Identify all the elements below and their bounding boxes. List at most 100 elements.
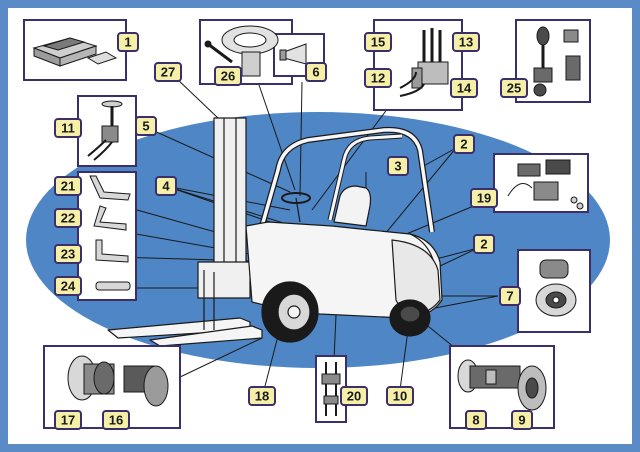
callout-c2a: 2: [453, 134, 475, 154]
forklift: [107, 117, 443, 347]
callout-box: [453, 134, 475, 154]
joystick-icon: [533, 26, 581, 97]
callout-number: 23: [61, 247, 75, 262]
callout-box: [54, 118, 82, 138]
fork-carriage: [197, 261, 251, 299]
callout-number: 21: [61, 179, 75, 194]
callout-number: 9: [518, 413, 525, 428]
callout-c26: 26: [214, 66, 242, 86]
callout-number: 27: [161, 65, 175, 80]
callout-box: [386, 386, 414, 406]
callout-box: [473, 234, 495, 254]
callout-c16: 16: [102, 410, 130, 430]
callout-c27: 27: [154, 62, 182, 82]
callout-box: [305, 62, 327, 82]
callout-number: 8: [472, 413, 479, 428]
callout-number: 12: [371, 71, 385, 86]
callout-c21: 21: [54, 176, 82, 196]
callout-number: 13: [459, 35, 473, 50]
callout-box: [499, 286, 521, 306]
manual-books-icon: [32, 37, 118, 67]
callout-c10: 10: [386, 386, 414, 406]
steering-column-icon: [204, 25, 279, 77]
callout-number: 22: [61, 211, 75, 226]
callout-c2b: 2: [473, 234, 495, 254]
callout-number: 5: [142, 119, 149, 134]
wheel-hub-icon: [67, 355, 169, 407]
callout-c8: 8: [465, 410, 487, 430]
callout-box: [102, 410, 130, 430]
callout-box: [500, 78, 528, 98]
callout-number: 6: [312, 65, 319, 80]
callout-c9: 9: [511, 410, 533, 430]
callout-c17: 17: [54, 410, 82, 430]
callout-number: 17: [61, 413, 75, 428]
callout-c5: 5: [135, 116, 157, 136]
callout-box: [387, 156, 409, 176]
front-wheel: [261, 281, 319, 343]
callout-c15: 15: [364, 32, 392, 52]
callout-box: [117, 32, 139, 52]
callout-box: [465, 410, 487, 430]
panel-pedals: [77, 171, 137, 301]
callout-box: [154, 62, 182, 82]
callout-c20: 20: [340, 386, 368, 406]
callout-number: 19: [477, 191, 491, 206]
callout-c18: 18: [248, 386, 276, 406]
callout-c13: 13: [452, 32, 480, 52]
callout-box: [54, 208, 82, 228]
callout-number: 2: [460, 137, 467, 152]
callout-c23: 23: [54, 244, 82, 264]
callout-box: [54, 244, 82, 264]
callout-box: [340, 386, 368, 406]
brake-column-icon: [87, 100, 123, 161]
callout-c19: 19: [470, 188, 498, 208]
axle-assembly-icon: [457, 359, 547, 411]
callout-c3: 3: [387, 156, 409, 176]
callout-box: [364, 68, 392, 88]
callout-box: [135, 116, 157, 136]
callout-number: 20: [347, 389, 361, 404]
callout-c1: 1: [117, 32, 139, 52]
callout-number: 16: [109, 413, 123, 428]
callout-c11: 11: [54, 118, 82, 138]
callout-number: 26: [221, 69, 235, 84]
callout-box: [54, 410, 82, 430]
callout-box: [470, 188, 498, 208]
callout-c7: 7: [499, 286, 521, 306]
control-valve-icon: [399, 28, 449, 97]
callout-box: [364, 32, 392, 52]
callout-box: [450, 78, 478, 98]
callout-number: 1: [124, 35, 131, 50]
callout-number: 3: [394, 159, 401, 174]
callout-number: 2: [480, 237, 487, 252]
callout-number: 11: [61, 121, 75, 136]
callout-number: 15: [371, 35, 385, 50]
callout-number: 25: [507, 81, 521, 96]
steering-wheel: [281, 192, 311, 204]
seat: [333, 185, 372, 227]
callout-box: [511, 410, 533, 430]
callout-box: [214, 66, 242, 86]
callout-number: 18: [255, 389, 269, 404]
tow-handle-icon: [321, 362, 341, 416]
callout-c12: 12: [364, 68, 392, 88]
callout-c25: 25: [500, 78, 528, 98]
pedal-icons: [89, 175, 131, 291]
cylinder-icon: [535, 259, 577, 317]
rear-wheel: [389, 299, 431, 337]
wiring-harness-icon: [507, 159, 584, 210]
callout-c4: 4: [155, 176, 177, 196]
callout-box: [155, 176, 177, 196]
callout-box: [54, 176, 82, 196]
callout-number: 10: [393, 389, 407, 404]
callout-c6: 6: [305, 62, 327, 82]
callout-number: 4: [162, 179, 170, 194]
callout-box: [54, 276, 82, 296]
callout-c24: 24: [54, 276, 82, 296]
callout-number: 24: [61, 279, 76, 294]
callout-number: 14: [457, 81, 472, 96]
callout-box: [248, 386, 276, 406]
